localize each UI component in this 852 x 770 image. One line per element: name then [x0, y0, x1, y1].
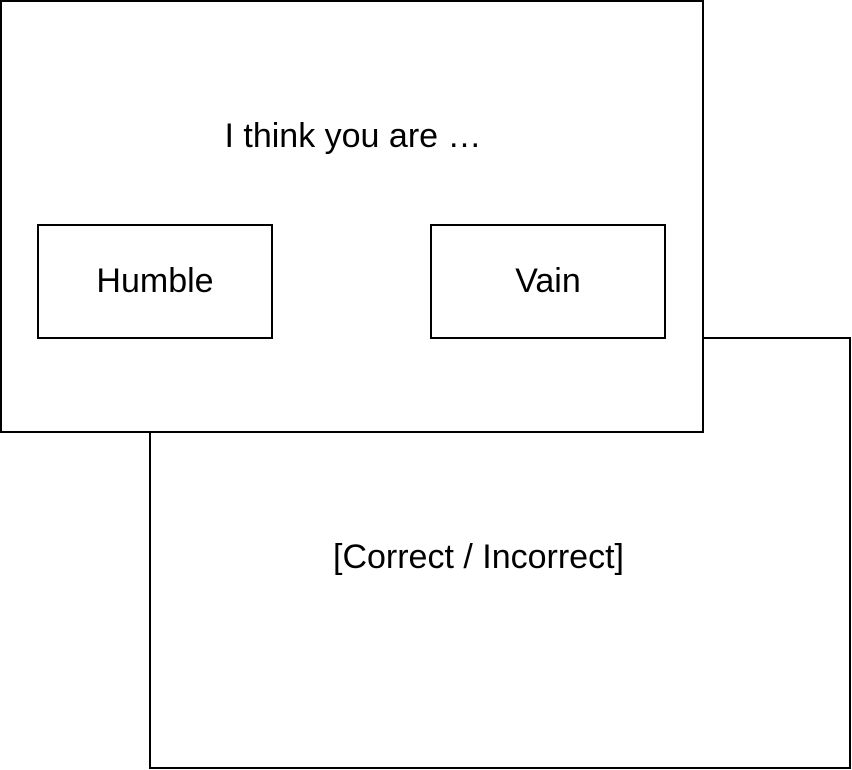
feedback-text: [Correct / Incorrect] [333, 538, 624, 576]
choice-screen: I think you are … Humble Vain [0, 0, 704, 433]
vain-button[interactable]: Vain [430, 224, 666, 339]
vain-button-label: Vain [515, 262, 581, 300]
prompt-text: I think you are … [224, 117, 482, 155]
humble-button-label: Humble [96, 262, 214, 300]
humble-button[interactable]: Humble [37, 224, 273, 339]
